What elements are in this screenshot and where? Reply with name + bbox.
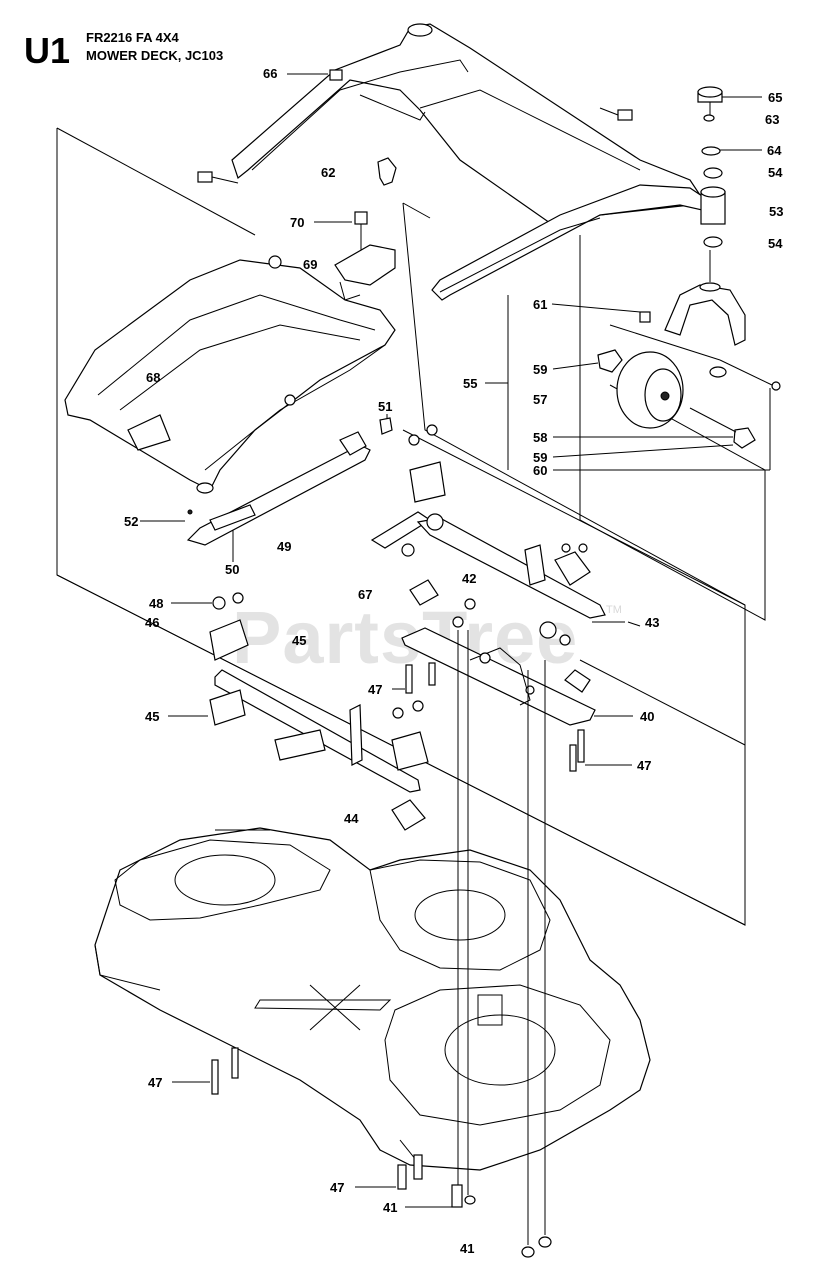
spindle-stack <box>609 86 781 391</box>
callout-45: 45 <box>145 709 159 724</box>
wheel-assembly <box>597 311 756 449</box>
callout-labels: 66 65 63 64 54 53 54 62 70 69 61 68 55 5… <box>124 66 783 1256</box>
callout-51: 51 <box>378 399 392 414</box>
leader-lines <box>140 73 771 1208</box>
pivot-bracket <box>334 211 396 301</box>
lift-frame <box>64 255 396 494</box>
section-code: U1 <box>24 30 71 71</box>
callout-46: 46 <box>145 615 159 630</box>
callout-43: 43 <box>645 615 659 630</box>
callout-65: 65 <box>768 90 782 105</box>
mount-plate <box>401 627 596 772</box>
callout-47-middle: 47 <box>368 682 382 697</box>
link-rod <box>186 417 393 546</box>
callout-55: 55 <box>463 376 477 391</box>
callout-41-left: 41 <box>383 1200 397 1215</box>
callout-69: 69 <box>303 257 317 272</box>
callout-59-upper: 59 <box>533 362 547 377</box>
callout-45-watermark: 45 <box>292 633 306 648</box>
callout-59-lower: 59 <box>533 450 547 465</box>
callout-52: 52 <box>124 514 138 529</box>
callout-64: 64 <box>767 143 782 158</box>
callout-47-bottom: 47 <box>330 1180 344 1195</box>
callout-62: 62 <box>321 165 335 180</box>
callout-58: 58 <box>533 430 547 445</box>
callout-57: 57 <box>533 392 547 407</box>
callout-50: 50 <box>225 562 239 577</box>
callout-47-right: 47 <box>637 758 651 773</box>
callout-66: 66 <box>263 66 277 81</box>
mower-deck <box>94 827 651 1171</box>
diagram-title: MOWER DECK, JC103 <box>86 48 224 63</box>
callout-49: 49 <box>277 539 291 554</box>
callout-48: 48 <box>149 596 163 611</box>
callout-41-bottom: 41 <box>460 1241 474 1256</box>
callout-44: 44 <box>344 811 359 826</box>
callout-63: 63 <box>765 112 779 127</box>
model-label: FR2216 FA 4X4 <box>86 30 179 45</box>
callout-60: 60 <box>533 463 547 478</box>
bracket-stack <box>370 424 625 693</box>
lower-shaft-assembly <box>209 592 429 831</box>
upper-frame-assembly <box>197 23 709 301</box>
callout-68: 68 <box>146 370 160 385</box>
callout-42: 42 <box>462 571 476 586</box>
callout-61: 61 <box>533 297 547 312</box>
callout-47-left: 47 <box>148 1075 162 1090</box>
callout-67: 67 <box>358 587 372 602</box>
callout-53: 53 <box>769 204 783 219</box>
callout-40: 40 <box>640 709 654 724</box>
callout-54-upper: 54 <box>768 165 783 180</box>
callout-54-lower: 54 <box>768 236 783 251</box>
watermark-trademark: TM <box>606 604 622 616</box>
callout-70: 70 <box>290 215 304 230</box>
long-bolts <box>211 630 552 1258</box>
